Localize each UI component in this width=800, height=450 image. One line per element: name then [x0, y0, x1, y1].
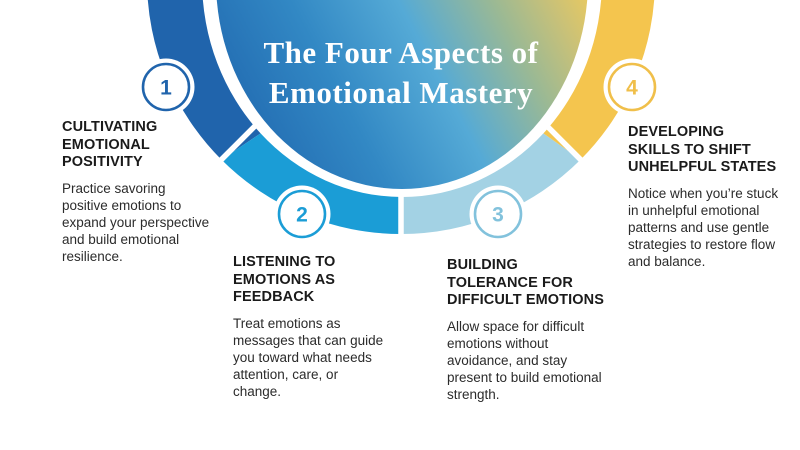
title-line-2: Emotional Mastery	[268, 75, 534, 110]
aspect-block-3: BUILDING TOLERANCE FOR DIFFICULT EMOTION…	[447, 257, 632, 403]
badge-2: 2	[273, 185, 331, 243]
page-title: The Four Aspects of Emotional Mastery	[200, 33, 602, 113]
aspect-4-heading: DEVELOPING SKILLS TO SHIFT UNHELPFUL STA…	[628, 124, 796, 177]
aspect-3-heading-line-2: TOLERANCE FOR	[447, 274, 573, 291]
segment-divider-right	[533, 112, 591, 170]
title-line-1: The Four Aspects of	[263, 35, 539, 70]
badge-4: 4	[603, 58, 661, 116]
aspect-3-body: Allow space for difficult emotions witho…	[447, 318, 602, 402]
aspect-1-heading-line-1: CULTIVATING	[62, 119, 158, 135]
aspect-3-heading-line-1: BUILDING	[447, 257, 518, 273]
aspect-1-heading: CULTIVATING EMOTIONAL POSITIVITY	[62, 119, 227, 172]
badge-1: 1	[137, 58, 195, 116]
aspect-2-heading-line-1: LISTENING TO	[233, 254, 336, 270]
badge-3-ring	[473, 189, 523, 239]
aspect-block-4: DEVELOPING SKILLS TO SHIFT UNHELPFUL STA…	[628, 124, 796, 270]
aspect-2-heading-line-2: EMOTIONS AS	[233, 271, 336, 288]
aspect-block-2: LISTENING TO EMOTIONS AS FEEDBACK Treat …	[233, 254, 405, 400]
badge-1-ring	[141, 62, 191, 112]
aspect-4-heading-line-2: SKILLS TO SHIFT	[628, 141, 751, 158]
aspect-2-heading: LISTENING TO EMOTIONS AS FEEDBACK	[233, 254, 405, 307]
ring-segment-3	[401, 133, 581, 234]
aspect-2-heading-line-3: FEEDBACK	[233, 289, 315, 305]
aspect-3-heading: BUILDING TOLERANCE FOR DIFFICULT EMOTION…	[447, 257, 632, 310]
badge-4-number: 4	[626, 77, 638, 100]
gradient-half-disc	[216, 0, 588, 189]
aspect-block-1: CULTIVATING EMOTIONAL POSITIVITY Practic…	[62, 119, 227, 265]
aspect-2-body: Treat emotions as messages that can guid…	[233, 315, 384, 399]
ring-segment-1	[147, 0, 261, 160]
aspect-1-heading-line-2: EMOTIONAL	[62, 136, 150, 153]
badge-2-number: 2	[296, 204, 308, 227]
badge-3: 3	[469, 185, 527, 243]
badge-2-ring	[277, 189, 327, 239]
ring-segment-4	[543, 0, 655, 160]
aspect-4-body: Notice when you’re stuck in unhelpful em…	[628, 185, 779, 269]
aspect-4-heading-line-1: DEVELOPING	[628, 124, 725, 140]
badge-3-number: 3	[492, 204, 504, 227]
segment-divider-left	[211, 112, 269, 170]
aspect-3-heading-line-3: DIFFICULT EMOTIONS	[447, 292, 604, 308]
badge-1-number: 1	[160, 77, 172, 100]
ring-segment-2	[221, 133, 402, 234]
badge-4-ring	[607, 62, 657, 112]
aspect-1-heading-line-3: POSITIVITY	[62, 154, 143, 170]
aspect-1-body: Practice savoring positive emotions to e…	[62, 180, 210, 264]
aspect-4-heading-line-3: UNHELPFUL STATES	[628, 159, 777, 175]
